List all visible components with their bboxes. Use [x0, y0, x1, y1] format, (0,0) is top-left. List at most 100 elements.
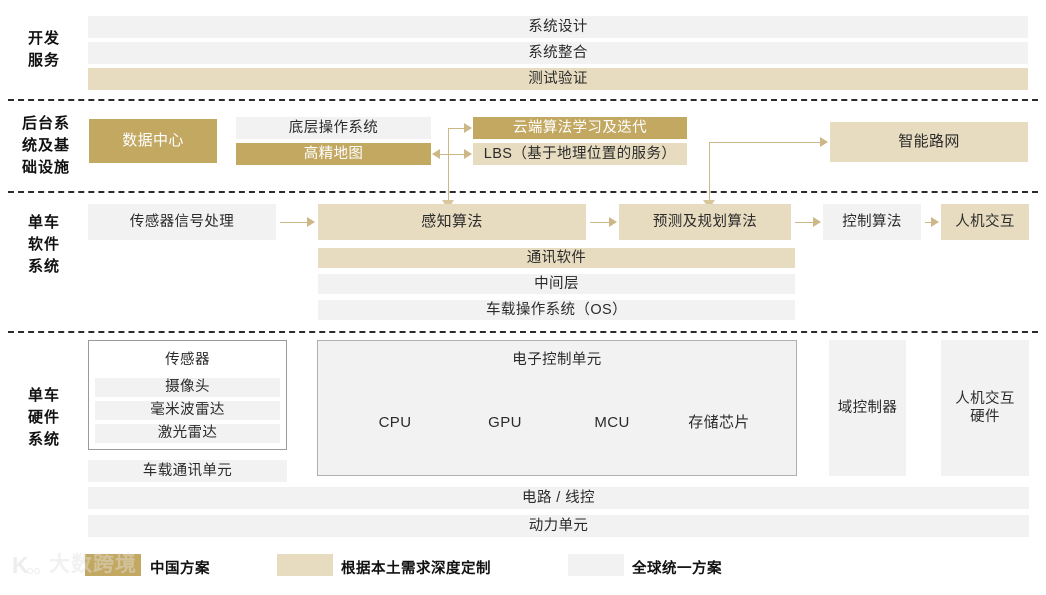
legend-label-china-solution: 中国方案 [150, 561, 210, 577]
box-label: 智能路网 [898, 132, 960, 150]
box-label: 预测及规划算法 [652, 213, 758, 230]
arrow-to-cloud-icon [464, 123, 472, 133]
box-data-center[interactable]: 数据中心 [89, 119, 217, 163]
legend-swatch-local-custom [277, 554, 333, 576]
connector-trunk-vertical [448, 128, 449, 203]
chip-gpu[interactable]: GPU [450, 412, 560, 434]
chip-storage[interactable]: 存储芯片 [664, 412, 774, 434]
group-sensors-title: 传感器 [88, 350, 287, 370]
box-domain-controller[interactable]: 域控制器 [829, 340, 906, 476]
chip-label: 存储芯片 [688, 413, 750, 431]
chip-label: CPU [378, 413, 412, 431]
group-ecu-title: 电子控制单元 [317, 350, 797, 370]
box-underlying-os[interactable]: 底层操作系统 [236, 117, 431, 139]
box-prediction-planning-algorithm[interactable]: 预测及规划算法 [619, 204, 791, 240]
arrow-perception-to-planning-icon [609, 217, 617, 227]
box-label: 云端算法学习及迭代 [512, 119, 648, 136]
row-label-dev-service: 开发 服务 [8, 22, 80, 78]
chip-mcu[interactable]: MCU [557, 412, 667, 434]
bar-system-design[interactable]: 系统设计 [88, 16, 1028, 38]
watermark-logo-icon: K [12, 552, 44, 578]
connector-to-cloud [448, 128, 465, 129]
box-hmi-software[interactable]: 人机交互 [941, 204, 1029, 240]
row-label-line: 软件 [27, 236, 60, 254]
box-hmi-hardware[interactable]: 人机交互 硬件 [941, 340, 1029, 476]
box-label: 数据中心 [122, 131, 184, 149]
box-label: 人机交互 [955, 213, 1015, 230]
box-hd-map[interactable]: 高精地图 [236, 143, 431, 165]
box-cloud-algorithm[interactable]: 云端算法学习及迭代 [473, 117, 687, 139]
connector-right-trunk-vertical [709, 142, 710, 203]
legend-label-global-unified: 全球统一方案 [632, 561, 722, 577]
bar-label: 车载操作系统（OS） [486, 301, 627, 318]
group-title-label: 传感器 [165, 351, 210, 368]
bar-camera[interactable]: 摄像头 [95, 378, 280, 397]
row-label-line: 硬件 [27, 409, 60, 427]
row-label-line: 服务 [27, 52, 60, 69]
row-label-line: 后台系 [21, 115, 70, 133]
separator-3 [8, 331, 1038, 333]
arrow-sensor-to-perception-icon [307, 217, 315, 227]
legend-swatch-global-unified [568, 554, 624, 576]
legend-swatch-china-solution [85, 554, 141, 576]
box-control-algorithm[interactable]: 控制算法 [823, 204, 921, 240]
row-label-backend: 后台系 统及基 础设施 [8, 110, 84, 182]
watermark-dots-icon [27, 553, 41, 579]
chip-cpu[interactable]: CPU [340, 412, 450, 434]
group-title-label: 电子控制单元 [512, 351, 602, 368]
connector-trunk-down-perception [448, 175, 449, 203]
arrow-to-lbs-icon [464, 149, 472, 159]
bar-communication-software[interactable]: 通讯软件 [318, 248, 795, 268]
connector-planning-to-control [795, 222, 814, 223]
bar-telematics-unit[interactable]: 车载通讯单元 [88, 460, 287, 482]
box-label: 感知算法 [421, 212, 483, 230]
chip-label: MCU [594, 413, 630, 431]
bar-vehicle-os[interactable]: 车载操作系统（OS） [318, 300, 795, 320]
bar-label: 激光雷达 [157, 425, 218, 442]
connector-right-to-roadnet [709, 142, 822, 143]
box-label: 底层操作系统 [288, 119, 379, 136]
bar-label: 中间层 [534, 275, 579, 292]
box-label-line: 硬件 [970, 409, 1000, 425]
box-smart-road-network[interactable]: 智能路网 [830, 122, 1028, 162]
bar-circuit-xbywire[interactable]: 电路 / 线控 [88, 487, 1029, 509]
row-label-line: 开发 [27, 30, 60, 48]
separator-1 [8, 99, 1038, 101]
bar-millimeter-wave-radar[interactable]: 毫米波雷达 [95, 401, 280, 420]
bar-power-unit[interactable]: 动力单元 [88, 515, 1029, 537]
bar-label: 车载通讯单元 [142, 462, 233, 479]
chip-label: GPU [488, 413, 522, 431]
box-label: 传感器信号处理 [129, 213, 235, 230]
box-label: 域控制器 [837, 399, 898, 416]
connector-hdmap-back [440, 154, 448, 155]
connector-perception-to-planning [590, 222, 610, 223]
row-label-line: 单车 [27, 387, 60, 405]
box-label-line: 人机交互 [955, 390, 1015, 407]
group-ecu [317, 340, 797, 476]
bar-lidar[interactable]: 激光雷达 [95, 424, 280, 443]
legend-label-local-custom: 根据本土需求深度定制 [341, 561, 491, 577]
bar-label: 毫米波雷达 [150, 402, 225, 419]
connector-sensor-to-perception [280, 222, 308, 223]
bar-label: 测试验证 [528, 70, 588, 87]
box-label: 高精地图 [303, 145, 364, 162]
connector-to-lbs [448, 154, 465, 155]
bar-label: 系统设计 [528, 18, 588, 35]
bar-test-validation[interactable]: 测试验证 [88, 68, 1028, 90]
connector-control-to-hmi [925, 222, 933, 223]
bar-middleware[interactable]: 中间层 [318, 274, 795, 294]
arrow-planning-to-control-icon [813, 217, 821, 227]
box-perception-algorithm[interactable]: 感知算法 [318, 204, 586, 240]
bar-system-integration[interactable]: 系统整合 [88, 42, 1028, 64]
row-label-line: 础设施 [21, 158, 70, 176]
row-label-hardware: 单车 硬件 系统 [8, 375, 80, 461]
bar-label: 电路 / 线控 [522, 489, 595, 506]
box-label: LBS（基于地理位置的服务） [483, 145, 677, 162]
bar-label: 摄像头 [165, 379, 210, 396]
box-label: 控制算法 [842, 213, 902, 230]
box-sensor-signal-processing[interactable]: 传感器信号处理 [88, 204, 276, 240]
box-lbs[interactable]: LBS（基于地理位置的服务） [473, 143, 687, 165]
row-label-line: 统及基 [21, 137, 70, 155]
row-label-software: 单车 软件 系统 [8, 202, 80, 288]
